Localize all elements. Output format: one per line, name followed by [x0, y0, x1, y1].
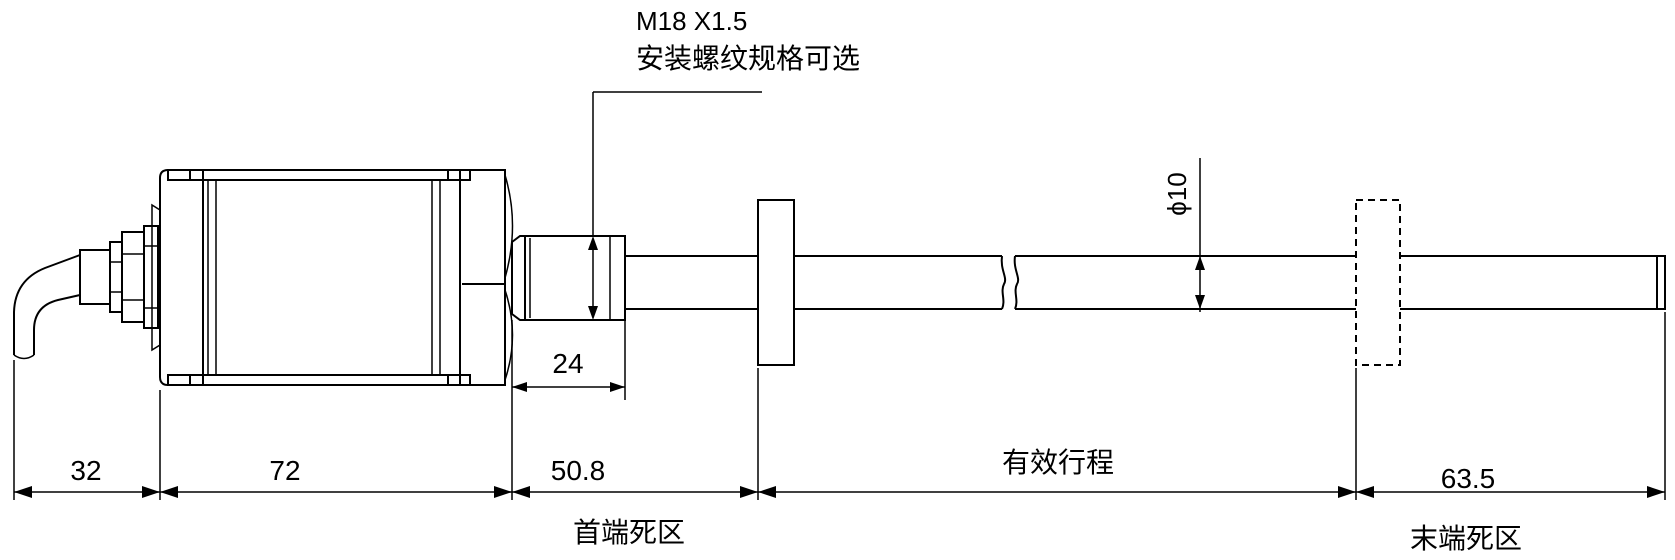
cable-gland: [79, 225, 159, 329]
start-zone-label: 首端死区: [573, 517, 685, 548]
measuring-rod: [625, 255, 1666, 310]
stroke-label: 有效行程: [1002, 447, 1114, 478]
thread-note-label: 安装螺纹规格可选: [636, 43, 860, 74]
rod-diameter-label: ϕ10: [1162, 172, 1192, 215]
cable-length-label: 32: [70, 455, 101, 486]
start-magnet: [757, 199, 795, 366]
hex-width-label: 24: [552, 348, 583, 379]
end-zone-label: 末端死区: [1410, 523, 1522, 554]
cable: [13, 254, 81, 360]
rod-diameter-dimension: [1195, 158, 1205, 312]
threaded-fitting: [511, 235, 626, 321]
null-zone-start-label: 50.8: [551, 455, 606, 486]
dimension-arrows: [14, 486, 1665, 498]
hex-width-dimension: [511, 320, 626, 400]
head-length-label: 72: [269, 455, 300, 486]
thread-spec-label: M18 X1.5: [636, 6, 747, 36]
sensor-head: [151, 169, 514, 386]
null-zone-end-label: 63.5: [1441, 463, 1496, 494]
extension-lines: [13, 312, 1666, 500]
thread-leader: [588, 91, 762, 320]
end-magnet: [1355, 199, 1401, 366]
